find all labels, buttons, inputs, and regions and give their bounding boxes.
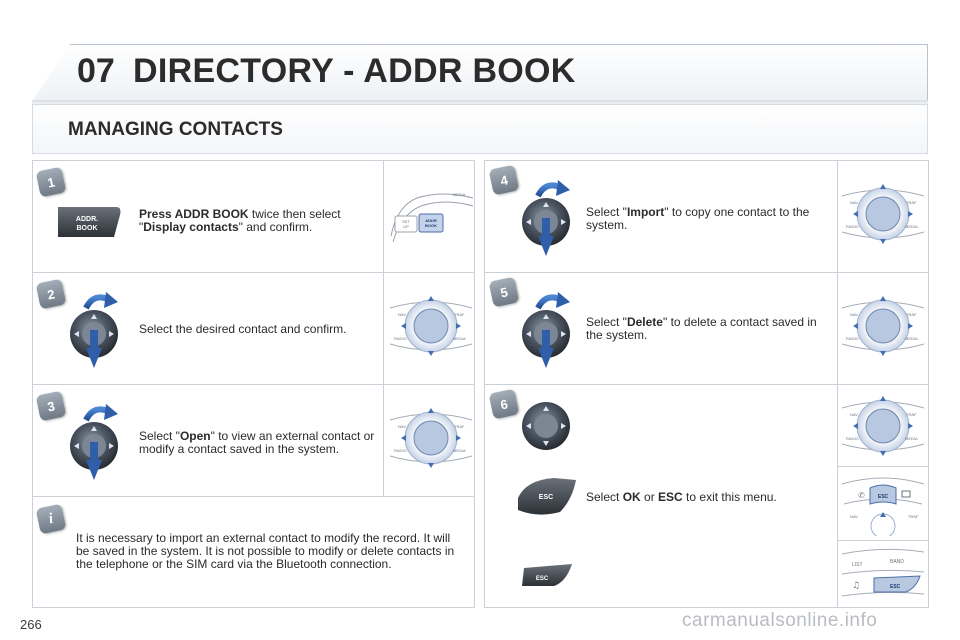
svg-text:TRAF: TRAF — [906, 412, 917, 417]
header-fold — [32, 44, 70, 102]
step-badge-3: 3 — [35, 390, 67, 422]
knob-icon — [522, 402, 570, 450]
svg-text:NAV: NAV — [850, 200, 858, 205]
step-badge-5: 5 — [488, 276, 520, 308]
divider — [32, 496, 475, 497]
svg-text:ESC: ESC — [878, 494, 889, 500]
section-title: MANAGING CONTACTS — [68, 119, 283, 140]
dial-panel-icon: NAV TRAF RADIO MEDIA — [841, 184, 925, 244]
svg-text:TRAF: TRAF — [454, 424, 465, 429]
step-badge-1: 1 — [35, 166, 67, 198]
dial-panel-icon: NAV TRAF RADIO MEDIA — [389, 296, 473, 356]
svg-text:MEDIA: MEDIA — [905, 436, 918, 441]
section-band — [32, 104, 928, 154]
svg-text:NAV: NAV — [850, 412, 858, 417]
svg-text:♫: ♫ — [852, 581, 860, 591]
chapter-number: 07 — [77, 52, 115, 90]
step-badge-6: 6 — [488, 388, 520, 420]
svg-text:RADIO: RADIO — [846, 224, 859, 229]
step-6-text: Select OK or ESC to exit this menu. — [586, 490, 777, 504]
page-number: 266 — [20, 617, 42, 632]
svg-text:RADIO: RADIO — [846, 336, 859, 341]
control-panel-icon: SET UP ADDR BOOK MEDIA — [390, 192, 474, 243]
svg-text:✆: ✆ — [858, 491, 865, 500]
divider — [837, 540, 929, 541]
knob-press-icon — [70, 404, 118, 480]
svg-text:TRAF: TRAF — [906, 200, 917, 205]
esc-button-icon: ESC — [522, 564, 572, 586]
svg-text:SET: SET — [402, 219, 410, 224]
addr-book-button-icon: ADDR. BOOK — [58, 207, 121, 237]
knob-press-icon — [522, 180, 570, 256]
svg-text:ESC: ESC — [536, 576, 549, 582]
esc-panel-icon: ESC ✆ NAV TRAF — [841, 477, 925, 536]
divider — [383, 160, 384, 496]
step-3-text: Select "Open" to view an external contac… — [139, 429, 375, 456]
svg-text:TRAF: TRAF — [906, 312, 917, 317]
divider — [837, 466, 929, 467]
svg-text:NAV: NAV — [850, 312, 858, 317]
svg-text:MEDIA: MEDIA — [453, 192, 466, 197]
knob-press-icon — [522, 292, 570, 368]
svg-text:NAV: NAV — [850, 514, 858, 519]
svg-text:UP: UP — [403, 224, 409, 229]
svg-text:TRAF: TRAF — [908, 514, 919, 519]
svg-text:ESC: ESC — [890, 584, 901, 590]
svg-text:ESC: ESC — [539, 494, 553, 501]
step-badge-4: 4 — [488, 164, 520, 196]
svg-text:MEDIA: MEDIA — [905, 224, 918, 229]
info-text: It is necessary to import an external co… — [76, 531, 455, 571]
dial-panel-icon: NAV TRAF RADIO MEDIA — [389, 408, 473, 468]
divider — [484, 384, 929, 385]
watermark: carmanualsonline.info — [682, 610, 878, 631]
knob-press-icon — [70, 292, 118, 368]
divider — [32, 384, 475, 385]
svg-text:MEDIA: MEDIA — [905, 336, 918, 341]
svg-text:NAV: NAV — [398, 424, 406, 429]
header-shadow — [32, 100, 928, 106]
svg-text:RADIO: RADIO — [394, 448, 407, 453]
page-title: DIRECTORY - ADDR BOOK — [133, 52, 576, 90]
dial-panel-icon: NAV TRAF RADIO MEDIA — [841, 296, 925, 356]
esc-button-icon: ESC — [518, 478, 576, 515]
addr-book-button-label: ADDR. — [76, 216, 98, 223]
svg-text:ADDR: ADDR — [425, 218, 437, 223]
step-5-text: Select "Delete" to delete a contact save… — [586, 315, 817, 342]
divider — [837, 160, 838, 608]
svg-text:MEDIA: MEDIA — [453, 448, 466, 453]
divider — [32, 272, 475, 273]
step-1-text: Press ADDR BOOK twice then select "Displ… — [139, 207, 341, 234]
svg-text:NAV: NAV — [398, 312, 406, 317]
svg-text:TRAF: TRAF — [454, 312, 465, 317]
divider — [484, 272, 929, 273]
list-band-panel-icon: LIST BAND ♫ ESC — [841, 548, 925, 597]
svg-text:LIST: LIST — [852, 562, 863, 568]
svg-text:BOOK: BOOK — [77, 225, 98, 232]
svg-text:MEDIA: MEDIA — [453, 336, 466, 341]
svg-text:RADIO: RADIO — [846, 436, 859, 441]
step-4-text: Select "Import" to copy one contact to t… — [586, 205, 810, 232]
dial-panel-icon: NAV TRAF RADIO MEDIA — [841, 396, 925, 456]
svg-text:RADIO: RADIO — [394, 336, 407, 341]
info-icon: i — [35, 503, 67, 535]
svg-text:BAND: BAND — [890, 559, 904, 565]
header-band — [32, 44, 928, 102]
step-2-text: Select the desired contact and confirm. — [139, 322, 347, 336]
svg-text:BOOK: BOOK — [425, 223, 437, 228]
step-badge-2: 2 — [35, 278, 67, 310]
